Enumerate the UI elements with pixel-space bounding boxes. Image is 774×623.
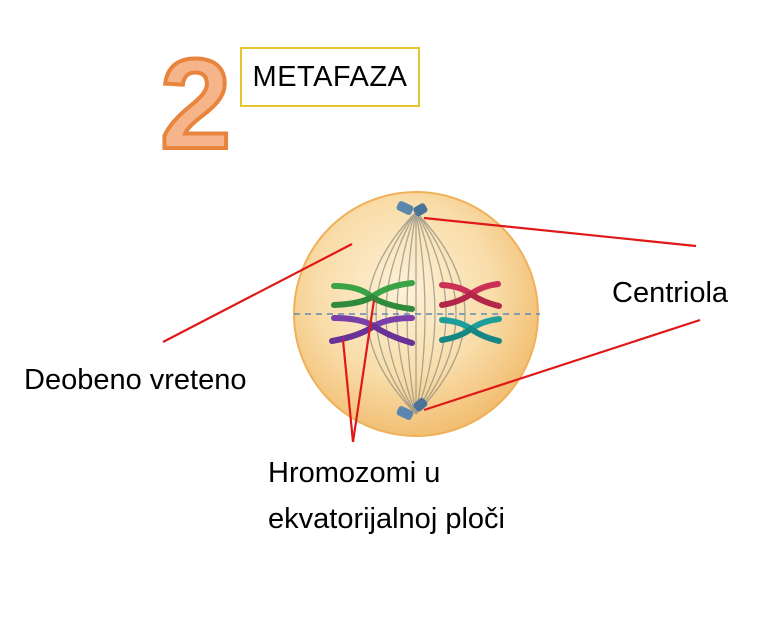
label-spindle: Deobeno vreteno <box>24 364 247 396</box>
chromosome-red <box>439 281 502 309</box>
label-chromosomes-line2: ekvatorijalnoj ploči <box>268 503 505 535</box>
chromosome-green <box>331 280 415 312</box>
phase-title: METAFAZA <box>252 60 408 93</box>
pointer-centriola-top <box>423 216 697 248</box>
centriole-top <box>396 201 428 217</box>
phase-title-box: METAFAZA <box>240 47 420 107</box>
label-chromosomes-line1: Hromozomi u <box>268 457 441 489</box>
pointer-spindle <box>162 243 353 343</box>
phase-number: 2 <box>160 33 231 176</box>
pointer-centriola-bottom <box>423 318 701 412</box>
pointer-chromosome-2 <box>341 339 355 443</box>
chromosome-purple <box>329 315 415 346</box>
label-centriola: Centriola <box>612 277 729 309</box>
centriole-bottom <box>396 397 428 420</box>
cell <box>293 191 540 437</box>
pointer-chromosome-1 <box>351 299 376 443</box>
chromosome-teal <box>439 316 502 344</box>
pointer-lines <box>162 216 701 443</box>
